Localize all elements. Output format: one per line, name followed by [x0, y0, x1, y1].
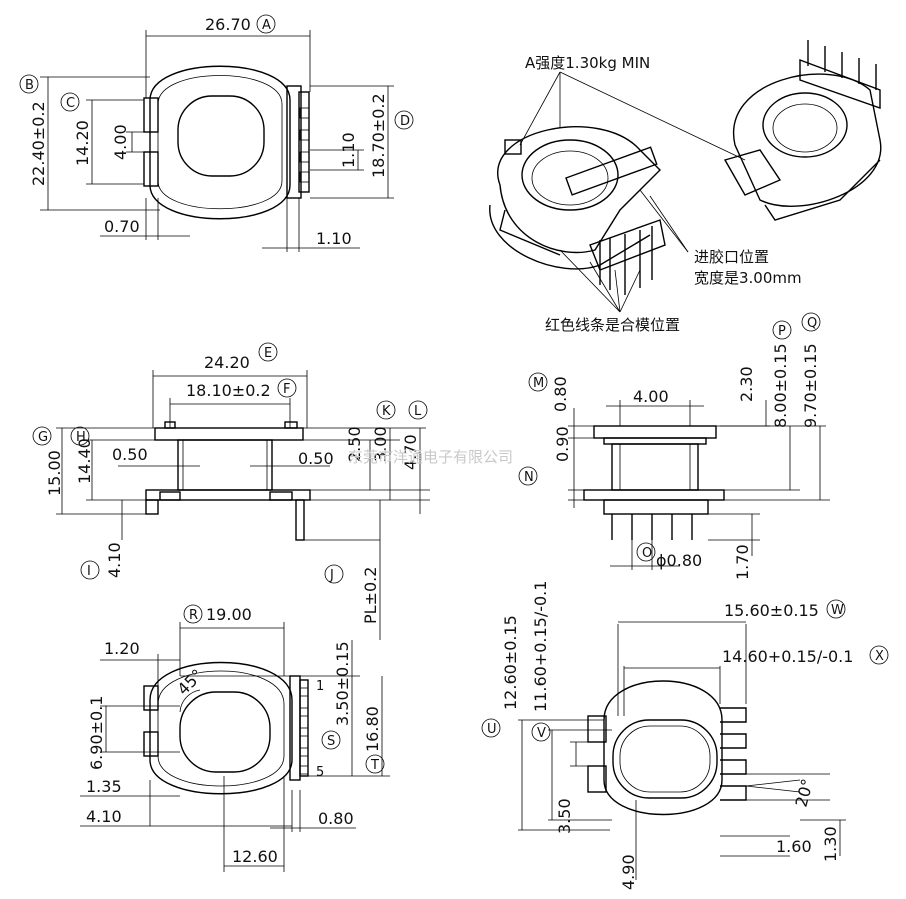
- dim-top-d: 18.70±0.2: [369, 93, 388, 178]
- dim-right-400: 4.00: [633, 387, 669, 406]
- dim-mid-050a: 0.50: [112, 445, 148, 464]
- callout-k: K: [382, 404, 391, 419]
- callout-t: T: [370, 758, 379, 773]
- dim-top-d2: 1.10: [339, 132, 358, 168]
- dim-top-c: 14.20: [73, 120, 92, 166]
- callout-e: E: [264, 346, 272, 361]
- dim-top-b: 22.40±0.2: [29, 101, 48, 186]
- dim-bot-410: 4.10: [86, 807, 122, 826]
- annotation-red-lines: 红色线条是合模位置: [545, 316, 680, 334]
- annotation-strength: A强度1.30kg MIN: [525, 54, 650, 72]
- callout-c: C: [66, 96, 75, 111]
- dim-bot-45: 45°: [173, 665, 206, 698]
- dim-br-w: 15.60±0.15: [724, 601, 819, 620]
- dim-br-490: 4.90: [619, 854, 638, 890]
- dim-mid-i: 4.10: [105, 542, 124, 578]
- callout-v: V: [537, 726, 546, 741]
- dim-bot-1680: 16.80: [363, 706, 382, 752]
- dim-right-170: 1.70: [733, 544, 752, 580]
- dim-mid-e: 24.20: [204, 353, 250, 372]
- callout-p: P: [778, 324, 786, 339]
- dim-top-110: 1.10: [316, 229, 352, 248]
- callout-u: U: [487, 722, 497, 737]
- dim-right-n: 0.90: [553, 426, 572, 462]
- callout-o: O: [642, 546, 652, 561]
- callout-h: H: [76, 430, 86, 445]
- dim-mid-f: 18.10±0.2: [186, 381, 271, 400]
- callout-j: J: [329, 568, 334, 583]
- callout-x: X: [875, 649, 884, 664]
- callout-d: D: [400, 114, 410, 129]
- dim-top-070: 0.70: [104, 217, 140, 236]
- dim-bot-135: 1.35: [86, 777, 122, 796]
- isometric-view-drawing: [489, 40, 882, 313]
- front-view-drawing: [568, 400, 830, 570]
- callout-m: M: [533, 376, 544, 391]
- dim-top-a: 26.70: [205, 15, 251, 34]
- callout-r: R: [189, 608, 198, 623]
- callout-s: S: [327, 734, 335, 749]
- dim-mid-l: 4.70: [401, 434, 420, 470]
- dim-br-v: 11.60+0.15/-0.1: [531, 581, 550, 712]
- dim-right-p: 8.00±0.15: [771, 343, 790, 428]
- callout-f: F: [283, 382, 290, 397]
- dim-br-x: 14.60+0.15/-0.1: [722, 647, 853, 666]
- dim-right-230: 2.30: [737, 366, 756, 402]
- dim-mid-k: 2.50: [345, 426, 364, 462]
- callout-g: G: [38, 430, 48, 445]
- annotation-gate-width: 宽度是3.00mm: [694, 269, 802, 287]
- dim-br-20: 20°: [792, 777, 818, 809]
- dim-top-c2: 4.00: [111, 124, 130, 160]
- bottom-view-drawing: [80, 622, 390, 872]
- dim-right-o: ϕ0.80: [656, 551, 702, 570]
- dim-mid-j: PL±0.2: [361, 567, 380, 624]
- dim-bot-350: 3.50±0.15: [333, 641, 352, 726]
- dim-br-350: 3.50: [555, 798, 574, 834]
- dim-br-130: 1.30: [821, 826, 840, 862]
- dim-bot-690: 6.90±0.1: [87, 696, 106, 770]
- top-view-drawing: [40, 30, 394, 252]
- dim-right-q: 9.70±0.15: [801, 343, 820, 428]
- dim-mid-k2: 3.00: [371, 426, 390, 462]
- callout-b: B: [25, 78, 34, 93]
- side-view-drawing: [56, 370, 430, 640]
- dim-bot-120: 1.20: [104, 639, 140, 658]
- pin-1-label: 1: [316, 679, 324, 694]
- dim-mid-g: 15.00: [45, 450, 64, 496]
- dim-bot-1260: 12.60: [232, 847, 278, 866]
- callout-i: I: [87, 564, 91, 579]
- callout-n: N: [524, 470, 534, 485]
- dim-right-m: 0.80: [551, 376, 570, 412]
- dim-br-160: 1.60: [776, 837, 812, 856]
- pin-5-label: 5: [316, 765, 324, 780]
- annotation-gate-position: 进胶口位置: [694, 248, 769, 266]
- callout-q: Q: [807, 316, 817, 331]
- callout-w: W: [831, 603, 844, 618]
- callout-l: L: [414, 404, 422, 419]
- dim-mid-h: 14.40: [75, 438, 94, 484]
- watermark: 东莞市洋通电子有限公司: [348, 448, 513, 466]
- dim-bot-080: 0.80: [318, 809, 354, 828]
- dim-mid-050b: 0.50: [298, 449, 334, 468]
- dim-bot-r: 19.00: [206, 605, 252, 624]
- callout-a: A: [262, 18, 271, 33]
- dim-br-u: 12.60±0.15: [501, 615, 520, 710]
- section-view-drawing: [518, 621, 846, 880]
